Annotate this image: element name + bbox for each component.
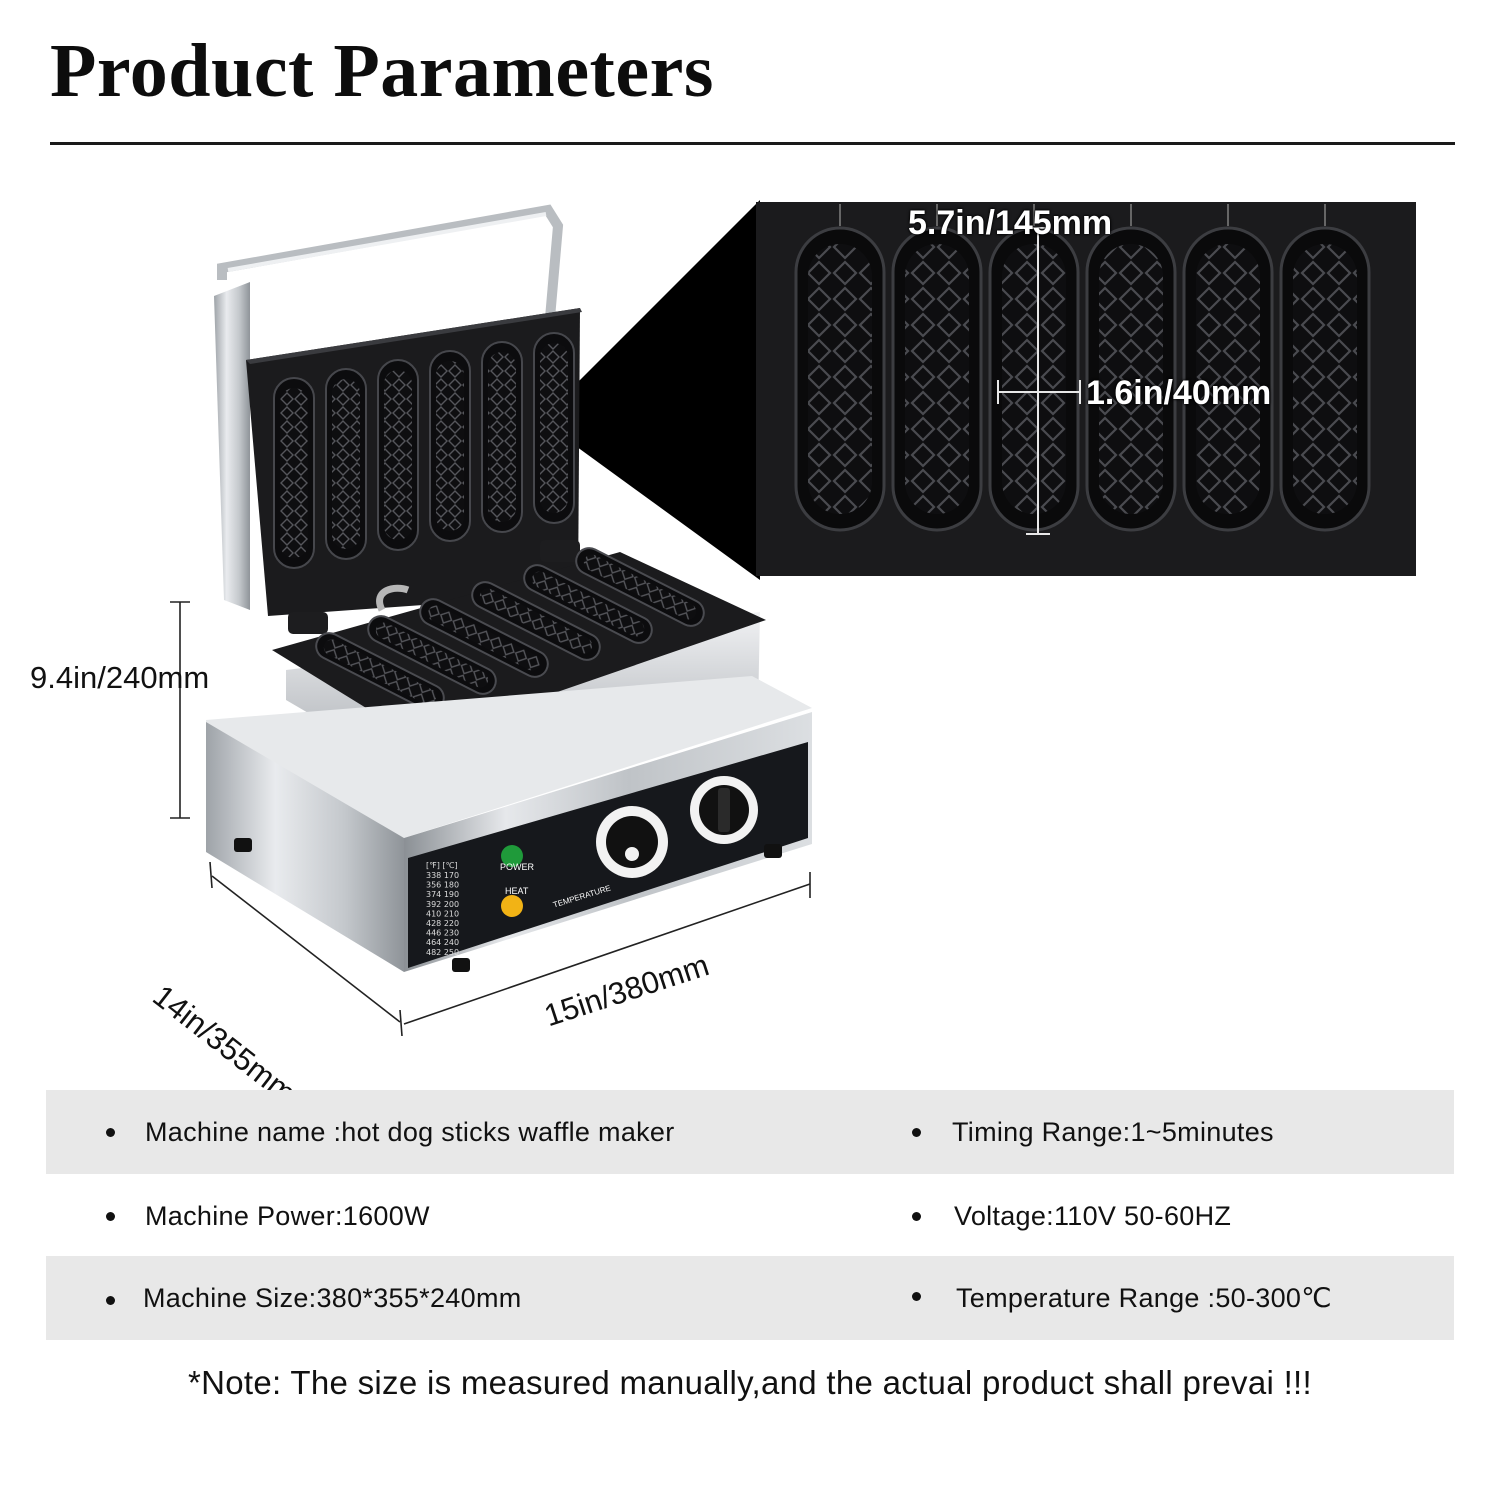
mold-cavity-pattern bbox=[808, 244, 872, 514]
temp-table-header: [℉] [℃] bbox=[426, 861, 458, 870]
hinges bbox=[288, 540, 580, 634]
mold-cavity-pattern bbox=[1293, 244, 1357, 514]
temp-table-row: 464 240 bbox=[426, 938, 459, 947]
temp-table-row: 338 170 bbox=[426, 871, 459, 880]
plate-cavity bbox=[523, 564, 653, 644]
mold-length-label: 5.7in/145mm bbox=[908, 204, 1113, 242]
bullet-icon bbox=[106, 1296, 115, 1305]
bullet-icon bbox=[912, 1292, 921, 1301]
bullet-icon bbox=[912, 1128, 921, 1137]
plate-cavity bbox=[575, 547, 705, 627]
bullet-icon bbox=[106, 1212, 115, 1221]
lid-cavity-pattern bbox=[280, 388, 308, 558]
plate-cavity-pattern bbox=[375, 622, 489, 688]
lid-cavity-pattern bbox=[384, 370, 412, 540]
temp-table-row: 428 220 bbox=[426, 919, 459, 928]
mold-width-label: 1.6in/40mm bbox=[1086, 374, 1272, 412]
plate-cavity-pattern bbox=[531, 571, 645, 637]
machine-power-spec: Machine Power:1600W bbox=[145, 1200, 430, 1231]
timer-knob-icon[interactable] bbox=[690, 776, 758, 844]
temperature-knob-icon[interactable] bbox=[596, 806, 668, 878]
timing-range-spec: Timing Range:1~5minutes bbox=[952, 1116, 1274, 1147]
voltage-spec: Voltage:110V 50-60HZ bbox=[954, 1200, 1232, 1231]
mold-cavity-pattern bbox=[905, 244, 969, 514]
power-indicator-icon bbox=[501, 845, 523, 867]
temp-table-row: 392 200 bbox=[426, 900, 459, 909]
plate-cavity bbox=[367, 615, 497, 695]
power-label: POWER bbox=[500, 862, 535, 872]
zoom-wedge bbox=[540, 200, 760, 580]
height-dimension-label: 9.4in/240mm bbox=[30, 660, 210, 695]
heat-indicator-icon bbox=[501, 895, 523, 917]
measurement-note: *Note: The size is measured manually,and… bbox=[188, 1364, 1312, 1401]
plate-cavity-pattern bbox=[479, 588, 593, 654]
temp-table-row: 446 230 bbox=[426, 929, 459, 938]
temp-table-row: 356 180 bbox=[426, 881, 459, 890]
temp-table-row: 482 250 bbox=[426, 948, 459, 957]
mold-zoom-panel bbox=[756, 202, 1416, 576]
plate-cavity bbox=[419, 598, 549, 678]
lower-plate bbox=[272, 547, 766, 770]
mold-cavity-pattern bbox=[1196, 244, 1260, 514]
temp-table-row: 374 190 bbox=[426, 890, 459, 899]
mold-cavity-pattern bbox=[1002, 244, 1066, 514]
mold-cavity-pattern bbox=[1099, 244, 1163, 514]
temperature-range-spec: Temperature Range :50-300℃ bbox=[956, 1282, 1332, 1313]
bullet-icon bbox=[106, 1128, 115, 1137]
temp-table-row: 410 210 bbox=[426, 909, 459, 918]
lid-cavity-pattern bbox=[488, 352, 516, 522]
bullet-icon bbox=[912, 1212, 921, 1221]
plate-cavity-pattern bbox=[427, 605, 541, 671]
heat-label: HEAT bbox=[505, 886, 529, 896]
plate-cavity-pattern bbox=[583, 554, 697, 620]
plate-cavity bbox=[471, 581, 601, 661]
spec-row-3: Machine Size:380*355*240mm Temperature R… bbox=[46, 1256, 1454, 1340]
spec-row-2: Machine Power:1600W Voltage:110V 50-60HZ bbox=[46, 1174, 1454, 1258]
plate-cavity-pattern bbox=[323, 639, 437, 705]
lid-cavity-pattern bbox=[436, 361, 464, 531]
machine-size-spec: Machine Size:380*355*240mm bbox=[143, 1282, 522, 1313]
title-divider bbox=[50, 142, 1455, 145]
lid-cavity-pattern bbox=[332, 379, 360, 549]
spec-row-1: Machine name :hot dog sticks waffle make… bbox=[46, 1090, 1454, 1174]
dimension-lines bbox=[170, 227, 1081, 1037]
lid-handle bbox=[217, 204, 564, 319]
lid-cavity-pattern bbox=[540, 343, 568, 513]
machine-name-spec: Machine name :hot dog sticks waffle make… bbox=[145, 1116, 675, 1147]
upper-lid bbox=[214, 282, 582, 616]
page-title: Product Parameters bbox=[50, 29, 714, 113]
